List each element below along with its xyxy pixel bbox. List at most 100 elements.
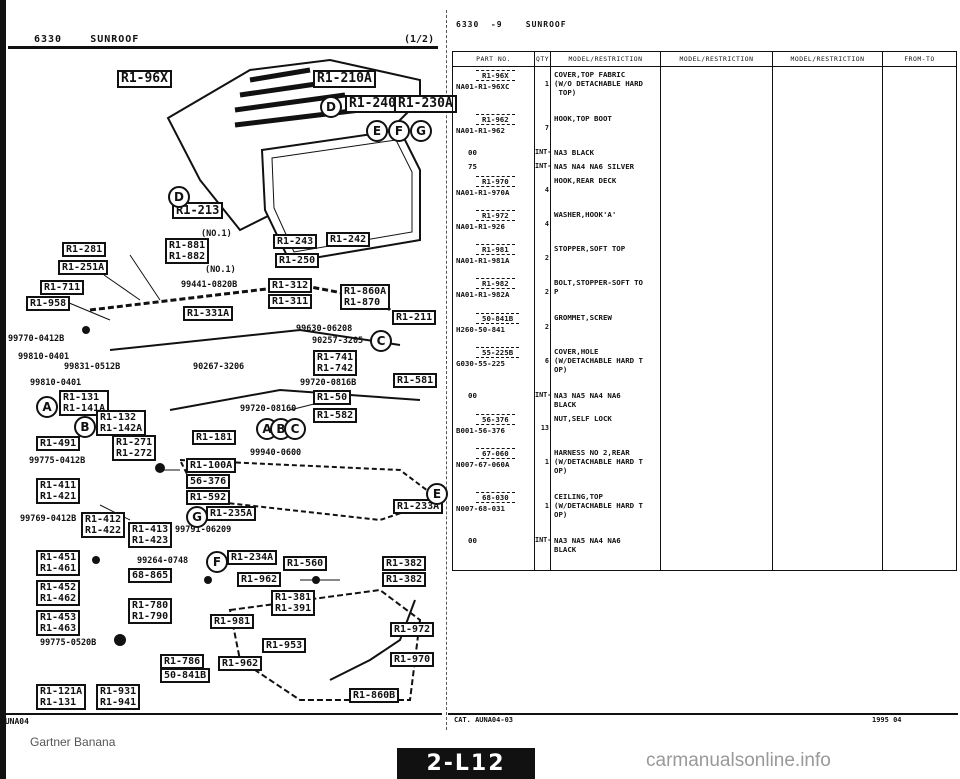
empty-cell (772, 206, 883, 241)
empty-cell (660, 66, 773, 111)
description-cell: NA3 BLACK (550, 144, 661, 159)
part-box: R1-981 (210, 614, 255, 629)
part-description: NA3 NA5 NA4 NA6 BLACK (554, 535, 621, 554)
callout-f: F (388, 120, 410, 142)
part-description: COVER,HOLE (W/DETACHABLE HARD T OP) (554, 346, 643, 374)
qty-cell: 4 (534, 206, 551, 241)
empty-cell (882, 410, 957, 445)
diagram-page: 6330 SUNROOF (1/2) (0, 0, 457, 735)
part-box: R1-96X (117, 70, 172, 88)
part-key: R1-981 (476, 243, 515, 255)
header-rule (8, 46, 438, 49)
part-no-cell: 00 (452, 532, 535, 556)
part-box: R1-242 (326, 232, 371, 247)
part-label: 99810-0401 (18, 352, 70, 362)
qty-cell: 1 (534, 488, 551, 533)
page-indicator: (1/2) (404, 34, 435, 45)
part-box: R1-453 R1-463 (36, 610, 81, 636)
part-box: R1-331A (183, 306, 234, 321)
description-cell: COVER,TOP FABRIC (W/O DETACHABLE HARD TO… (550, 66, 661, 111)
diagram-footer-code: AUNA04 (0, 717, 29, 726)
empty-cell (772, 555, 883, 571)
empty-cell (882, 555, 957, 571)
qty-cell: 1 (534, 444, 551, 489)
empty-cell (772, 343, 883, 388)
part-box: R1-211 (392, 310, 437, 325)
part-description: HARNESS NO 2,REAR (W/DETACHABLE HARD T O… (554, 447, 643, 475)
part-box: R1-958 (26, 296, 71, 311)
empty-cell (882, 66, 957, 111)
part-box: R1-970 (390, 652, 435, 667)
part-label: 99441-0820B (181, 280, 238, 290)
empty-cell (660, 309, 773, 344)
qty-cell: 2 (534, 274, 551, 310)
empty-cell (882, 444, 957, 489)
empty-cell (882, 343, 957, 388)
scan-edge (0, 0, 6, 779)
part-label: 99831-0512B (64, 362, 121, 372)
callout-e: E (366, 120, 388, 142)
part-label: 99810-0401 (30, 378, 82, 388)
empty-cell (772, 144, 883, 159)
table-header: 6330 -9 SUNROOF (456, 20, 567, 29)
page-number-mark: 2-L12 (397, 748, 535, 779)
description-cell: NA3 NA5 NA4 NA6 BLACK (550, 532, 661, 556)
col-header: MODEL/RESTRICTION (772, 51, 883, 67)
description-cell: COVER,HOLE (W/DETACHABLE HARD T OP) (550, 343, 661, 388)
part-description: STOPPER,SOFT TOP (554, 243, 626, 253)
part-key: 56-376 (476, 413, 515, 425)
diagram-header: 6330 SUNROOF (34, 34, 139, 45)
part-description: HOOK,REAR DECK (554, 175, 617, 185)
part-label: 99775-0412B (29, 456, 86, 466)
empty-cell (882, 206, 957, 241)
empty-cell (660, 410, 773, 445)
empty-cell (452, 555, 535, 571)
part-number: NA01-R1-962 (456, 125, 505, 135)
parts-table-page: 6330 -9 SUNROOF PART NO. QTY MODEL/RESTR… (446, 0, 960, 735)
part-number: 00 (468, 147, 477, 157)
empty-cell (772, 444, 883, 489)
part-box: R1-452 R1-462 (36, 580, 81, 606)
table-header-row: PART NO. QTY MODEL/RESTRICTION MODEL/RES… (452, 51, 957, 67)
part-box: R1-250 (275, 253, 320, 268)
part-description: NUT,SELF LOCK (554, 413, 612, 423)
col-header: FROM-TO (882, 51, 957, 67)
part-key: R1-970 (476, 175, 515, 187)
part-box: R1-412 R1-422 (81, 512, 126, 538)
description-cell: NA5 NA4 NA6 SILVER (550, 158, 661, 173)
part-key: R1-962 (476, 113, 515, 125)
part-number: H260-50-841 (456, 324, 505, 334)
part-box: R1-581 (393, 373, 438, 388)
part-box: R1-953 (262, 638, 307, 653)
empty-cell (882, 158, 957, 173)
parts-table: PART NO. QTY MODEL/RESTRICTION MODEL/RES… (452, 51, 957, 571)
part-label: 99720-08160 (240, 404, 297, 414)
part-box: R1-312 (268, 278, 313, 293)
part-key: R1-96X (476, 70, 515, 81)
part-box: R1-121A R1-131 (36, 684, 87, 710)
empty-cell (660, 206, 773, 241)
qty-cell: INT- (534, 387, 551, 411)
description-cell: CEILING,TOP (W/DETACHABLE HARD T OP) (550, 488, 661, 533)
empty-cell (882, 172, 957, 207)
description-cell: GROMMET,SCREW (550, 309, 661, 344)
part-box: R1-592 (186, 490, 231, 505)
part-description: GROMMET,SCREW (554, 312, 612, 322)
part-description: NA3 BLACK (554, 147, 595, 157)
col-header: PART NO. (452, 51, 535, 67)
part-box: 50-841B (160, 668, 211, 683)
header-code: 6330 (34, 34, 63, 45)
part-key: 67-060 (476, 447, 515, 459)
